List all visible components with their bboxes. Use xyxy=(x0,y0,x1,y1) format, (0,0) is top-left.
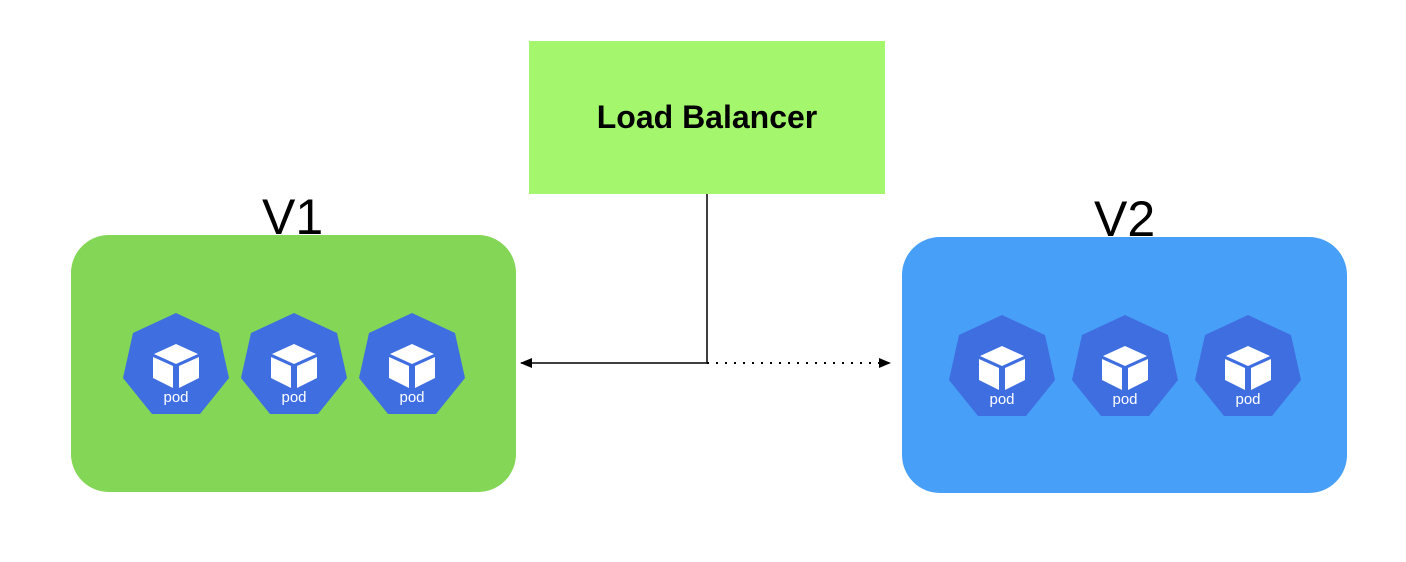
pod-heptagon-icon xyxy=(1072,315,1178,416)
pod-label: pod xyxy=(399,389,425,406)
cube-icon xyxy=(1225,346,1271,390)
pod-label: pod xyxy=(1235,391,1261,408)
pod-label: pod xyxy=(281,389,307,406)
pod-heptagon-icon xyxy=(1195,315,1301,416)
pod-label: pod xyxy=(163,389,189,406)
cube-icon xyxy=(153,344,199,388)
pod-label: pod xyxy=(989,391,1015,408)
cube-icon xyxy=(1102,346,1148,390)
pod-heptagon-icon xyxy=(241,313,347,414)
load-balancer-label: Load Balancer xyxy=(596,99,818,135)
v1-pod-group: pod pod pod xyxy=(71,235,516,492)
load-balancer-box: Load Balancer xyxy=(529,41,885,194)
pod-node: pod xyxy=(948,313,1056,419)
pod-node: pod xyxy=(1071,313,1179,419)
pod-node: pod xyxy=(122,311,230,417)
pod-node: pod xyxy=(358,311,466,417)
pod-heptagon-icon xyxy=(359,313,465,414)
v2-label: V2 xyxy=(1094,191,1156,247)
v1-label: V1 xyxy=(262,189,324,245)
pod-label: pod xyxy=(1112,391,1138,408)
cube-icon xyxy=(979,346,1025,390)
cube-icon xyxy=(271,344,317,388)
v2-pod-group: pod pod pod xyxy=(902,237,1347,493)
cube-icon xyxy=(389,344,435,388)
pod-node: pod xyxy=(240,311,348,417)
pod-heptagon-icon xyxy=(123,313,229,414)
pod-node: pod xyxy=(1194,313,1302,419)
pod-heptagon-icon xyxy=(949,315,1055,416)
